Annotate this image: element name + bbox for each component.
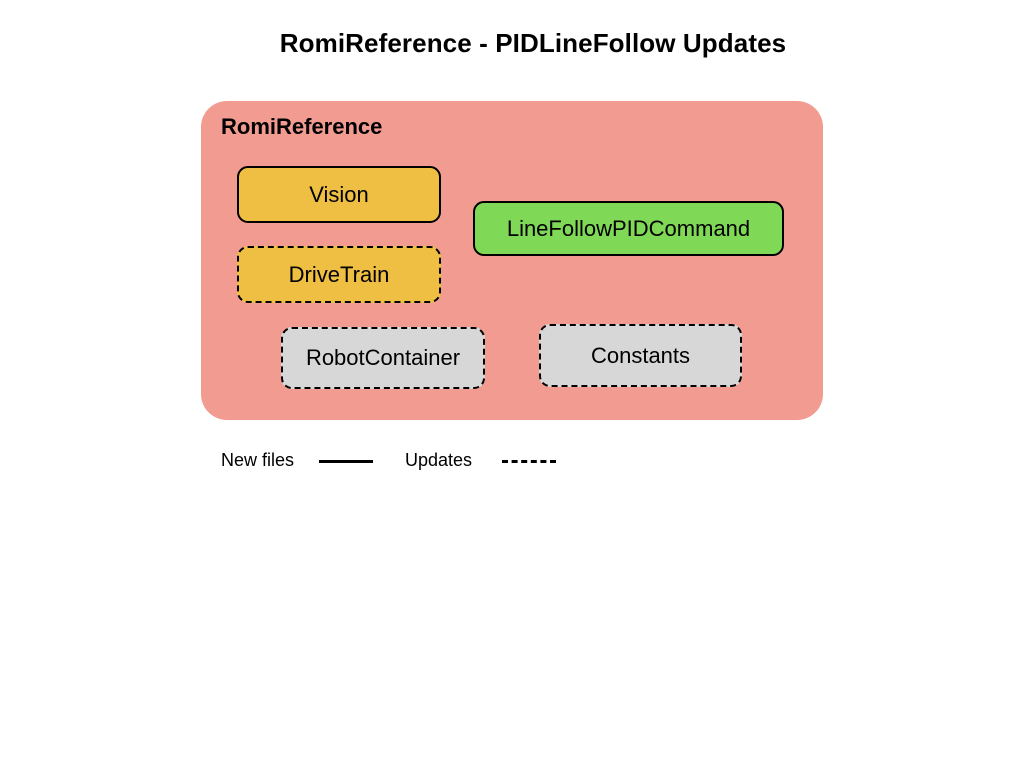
legend-new-files-label: New files: [221, 450, 295, 470]
container-label: RomiReference: [221, 114, 383, 139]
legend-dashed-line: [502, 460, 556, 463]
legend-solid-line: [319, 460, 373, 463]
diagram-title: RomiReference - PIDLineFollow Updates: [279, 28, 787, 58]
linefollowpidcommand-box: LineFollowPIDCommand: [473, 201, 784, 256]
constants-box: Constants: [539, 324, 742, 387]
legend-updates-label: Updates: [405, 450, 473, 470]
vision-box: Vision: [237, 166, 441, 223]
romireference-container: RomiReference Vision DriveTrain RobotCon…: [201, 101, 823, 420]
robotcontainer-box: RobotContainer: [281, 327, 485, 389]
drivetrain-box: DriveTrain: [237, 246, 441, 303]
